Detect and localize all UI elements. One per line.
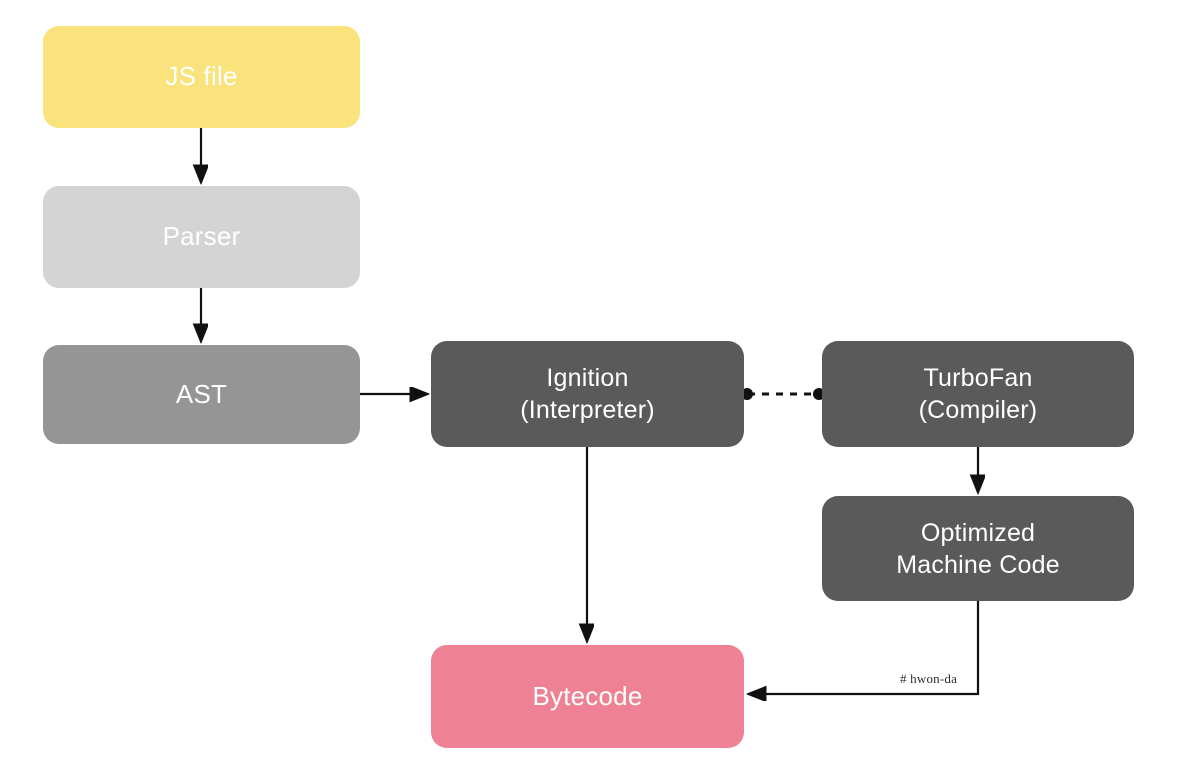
watermark: # hwon-da bbox=[900, 671, 958, 686]
node-ignition-label: Ignition (Interpreter) bbox=[520, 364, 655, 424]
node-bytecode-label: Bytecode bbox=[532, 680, 643, 711]
node-js-file-label: JS file bbox=[165, 61, 238, 92]
node-parser-label: Parser bbox=[162, 221, 241, 252]
node-js-file[interactable]: JS file bbox=[43, 26, 360, 128]
node-turbofan-label: TurboFan (Compiler) bbox=[918, 364, 1038, 424]
node-ignition[interactable]: Ignition (Interpreter) bbox=[431, 341, 744, 447]
node-turbofan[interactable]: TurboFan (Compiler) bbox=[822, 341, 1134, 447]
node-optimized-machine-code-label: Optimized Machine Code bbox=[896, 518, 1060, 579]
node-ast-label: AST bbox=[175, 378, 228, 409]
node-bytecode[interactable]: Bytecode bbox=[431, 645, 744, 748]
node-ast[interactable]: AST bbox=[43, 345, 360, 444]
node-optimized-machine-code[interactable]: Optimized Machine Code bbox=[822, 496, 1134, 601]
node-parser[interactable]: Parser bbox=[43, 186, 360, 288]
